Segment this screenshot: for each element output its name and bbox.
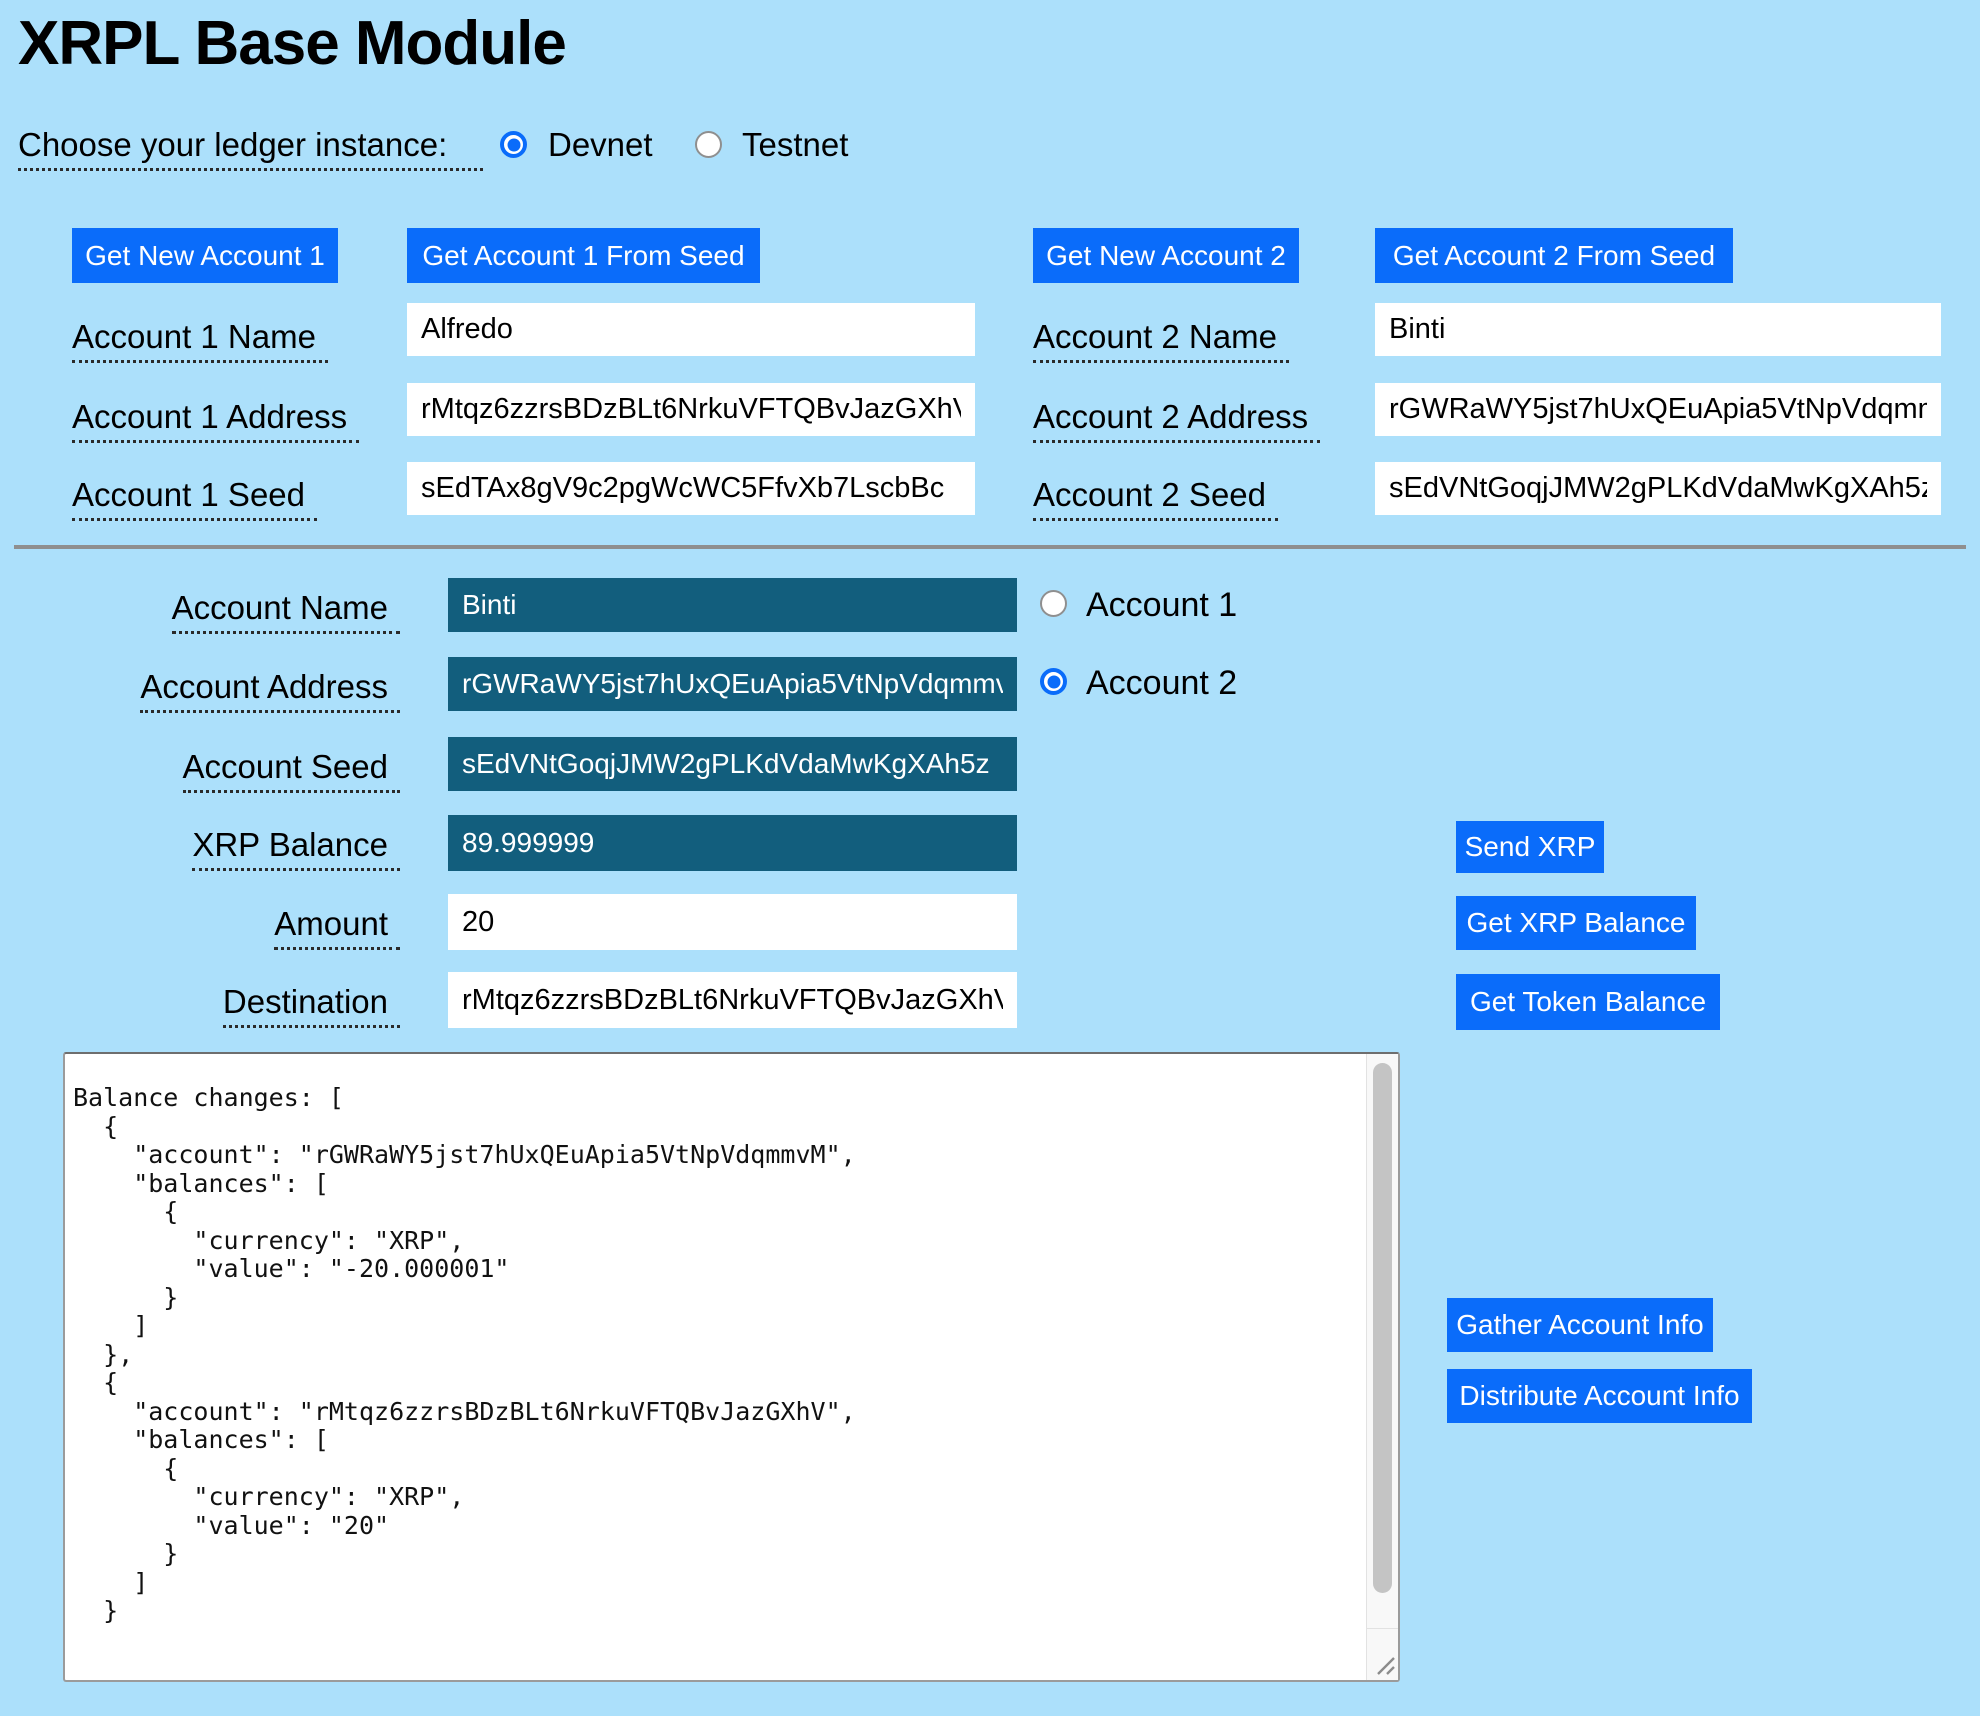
account-2-address-input[interactable] <box>1375 383 1941 436</box>
account-1-name-input[interactable] <box>407 303 975 356</box>
account-1-name-label: Account 1 Name <box>72 318 328 363</box>
account-2-seed-input[interactable] <box>1375 462 1941 515</box>
gather-account-info-button[interactable]: Gather Account Info <box>1447 1298 1713 1352</box>
get-new-account-1-button[interactable]: Get New Account 1 <box>72 228 338 283</box>
get-token-balance-button[interactable]: Get Token Balance <box>1456 974 1720 1030</box>
account-2-radio[interactable] <box>1040 668 1067 695</box>
account-seed-label: Account Seed <box>182 748 400 793</box>
account-1-seed-label: Account 1 Seed <box>72 476 317 521</box>
account-address-input[interactable] <box>448 657 1017 711</box>
get-account-1-from-seed-button[interactable]: Get Account 1 From Seed <box>407 228 760 283</box>
account-name-label: Account Name <box>171 589 400 634</box>
account-2-radio-label: Account 2 <box>1086 664 1238 702</box>
testnet-radio[interactable] <box>695 131 722 158</box>
get-xrp-balance-button[interactable]: Get XRP Balance <box>1456 896 1696 950</box>
account-1-address-label: Account 1 Address <box>72 398 360 443</box>
account-seed-input[interactable] <box>448 737 1017 791</box>
amount-label: Amount <box>274 905 400 950</box>
amount-input[interactable] <box>448 894 1017 950</box>
account-address-label: Account Address <box>140 668 400 713</box>
account-2-address-label: Account 2 Address <box>1033 398 1321 443</box>
ledger-instance-label: Choose your ledger instance: <box>18 126 484 171</box>
destination-label: Destination <box>222 983 400 1028</box>
devnet-label: Devnet <box>548 126 653 163</box>
account-2-seed-label: Account 2 Seed <box>1033 476 1278 521</box>
resize-handle-icon <box>1377 1657 1395 1675</box>
account-2-name-input[interactable] <box>1375 303 1941 356</box>
account-1-address-input[interactable] <box>407 383 975 436</box>
xrp-balance-label: XRP Balance <box>192 826 400 871</box>
destination-input[interactable] <box>448 972 1017 1028</box>
send-xrp-button[interactable]: Send XRP <box>1456 821 1604 873</box>
account-1-radio[interactable] <box>1040 590 1067 617</box>
devnet-radio[interactable] <box>500 131 527 158</box>
resize-corner[interactable] <box>1366 1628 1398 1680</box>
testnet-label: Testnet <box>742 126 849 163</box>
results-textarea[interactable]: Balance changes: [ { "account": "rGWRaWY… <box>63 1052 1400 1682</box>
account-2-name-label: Account 2 Name <box>1033 318 1289 363</box>
results-text: Balance changes: [ { "account": "rGWRaWY… <box>73 1083 856 1625</box>
account-1-radio-label: Account 1 <box>1086 586 1238 624</box>
get-new-account-2-button[interactable]: Get New Account 2 <box>1033 228 1299 283</box>
get-account-2-from-seed-button[interactable]: Get Account 2 From Seed <box>1375 228 1733 283</box>
page-title: XRPL Base Module <box>18 9 567 78</box>
section-divider <box>14 545 1966 549</box>
results-scrollbar[interactable] <box>1366 1054 1398 1628</box>
distribute-account-info-button[interactable]: Distribute Account Info <box>1447 1369 1752 1423</box>
account-1-seed-input[interactable] <box>407 462 975 515</box>
scrollbar-thumb[interactable] <box>1373 1063 1392 1593</box>
account-name-input[interactable] <box>448 578 1017 632</box>
xrp-balance-input[interactable] <box>448 815 1017 871</box>
